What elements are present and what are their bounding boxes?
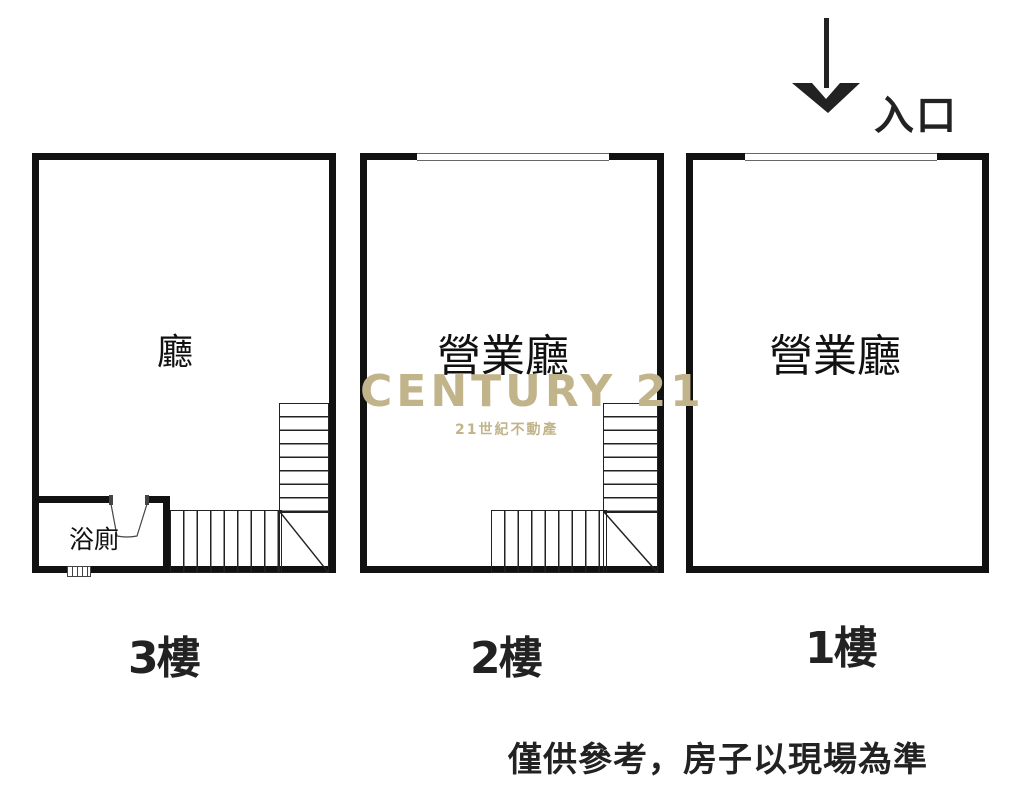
room-label-hall: 廳	[157, 332, 194, 373]
stair-landing	[279, 511, 329, 573]
bathroom-wall-top-right	[147, 496, 169, 503]
entrance-label: 入口	[874, 93, 958, 139]
floor-plan-3f: 廳 浴廁	[32, 153, 336, 577]
staircase-run-horizontal	[491, 510, 607, 573]
door-swing-icon	[109, 495, 149, 538]
floor-drain-icon	[67, 566, 91, 577]
floor-plan-1f: 營業廳	[686, 153, 989, 573]
room-label-bathroom: 浴廁	[69, 525, 120, 554]
staircase-run-vertical	[603, 403, 658, 513]
entrance-indicator: 入口	[790, 15, 980, 139]
room-label-business-hall: 營業廳	[769, 331, 901, 382]
bathroom-wall-top	[39, 496, 111, 503]
floor-label-1f: 1樓	[805, 623, 878, 674]
staircase-run-horizontal	[170, 510, 282, 573]
watermark-subtitle: 21世紀不動產	[455, 422, 559, 438]
bathroom-wall-side	[163, 496, 170, 573]
disclaimer-note: 僅供參考，房子以現場為準	[508, 740, 928, 780]
room-label-business-hall: 營業廳	[437, 331, 569, 382]
stair-landing	[603, 511, 658, 573]
staircase-run-vertical	[279, 403, 329, 513]
down-arrow-icon	[792, 18, 860, 113]
floor-label-3f: 3樓	[128, 633, 201, 684]
floor-plan-2f: 營業廳	[360, 153, 664, 573]
floor-label-2f: 2樓	[470, 633, 543, 684]
watermark-brand: CENTURY 21	[360, 366, 705, 417]
window	[417, 153, 609, 161]
entrance-door	[745, 153, 937, 161]
